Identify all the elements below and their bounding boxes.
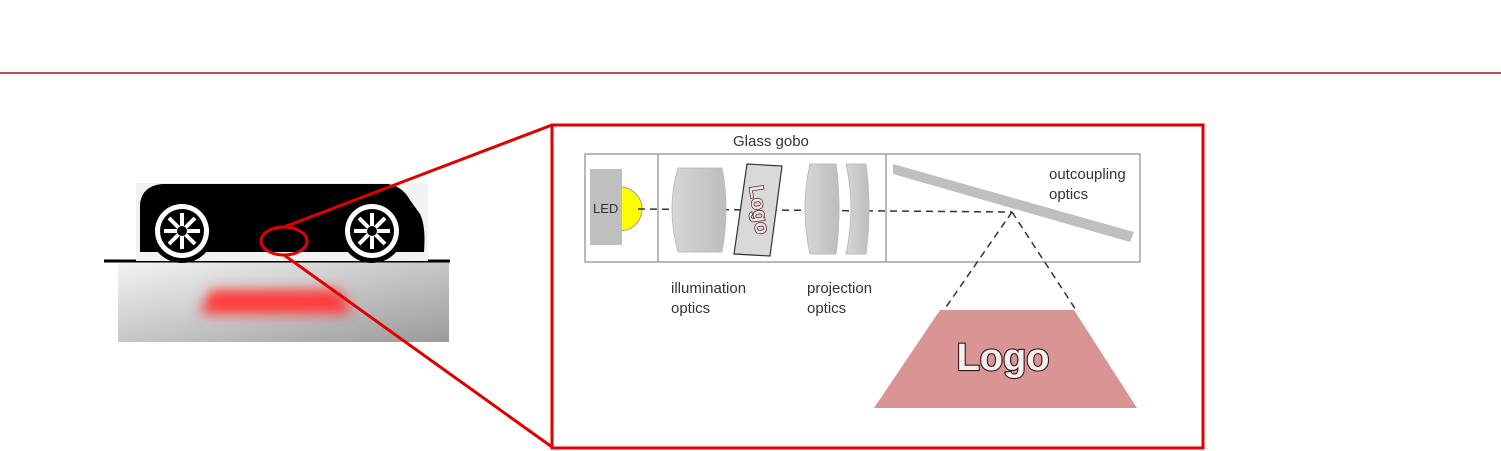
projected-logo-text: Logo <box>957 337 1050 379</box>
led-emitter <box>590 169 643 245</box>
projection-optics-label-line2: optics <box>807 300 846 317</box>
illumination-optics-label-line2: optics <box>671 300 710 317</box>
ground-illustration <box>104 259 450 342</box>
rear-wheel <box>340 199 404 263</box>
projection-cone <box>943 211 1077 311</box>
glass-gobo: Logo <box>733 163 783 257</box>
front-wheel <box>150 199 214 263</box>
projection-lens <box>804 163 870 255</box>
projected-logo-area <box>874 310 1137 408</box>
outcoupling-optics-label-line1: outcoupling <box>1049 166 1126 183</box>
outcoupling-mirror <box>893 164 1134 242</box>
glass-gobo-label: Glass gobo <box>733 133 809 150</box>
zoom-line-bottom <box>283 253 553 449</box>
illumination-optics-label-line1: illumination <box>671 280 746 297</box>
outcoupling-optics-label-line2: optics <box>1049 186 1088 203</box>
illumination-lens <box>671 167 727 253</box>
car-silhouette <box>136 183 428 263</box>
led-label: LED <box>593 201 618 216</box>
ground-light-spot <box>200 290 352 314</box>
zoom-line-top <box>283 123 553 229</box>
projector-module-housing <box>584 153 1141 263</box>
projection-optics-label-line1: projection <box>807 280 872 297</box>
